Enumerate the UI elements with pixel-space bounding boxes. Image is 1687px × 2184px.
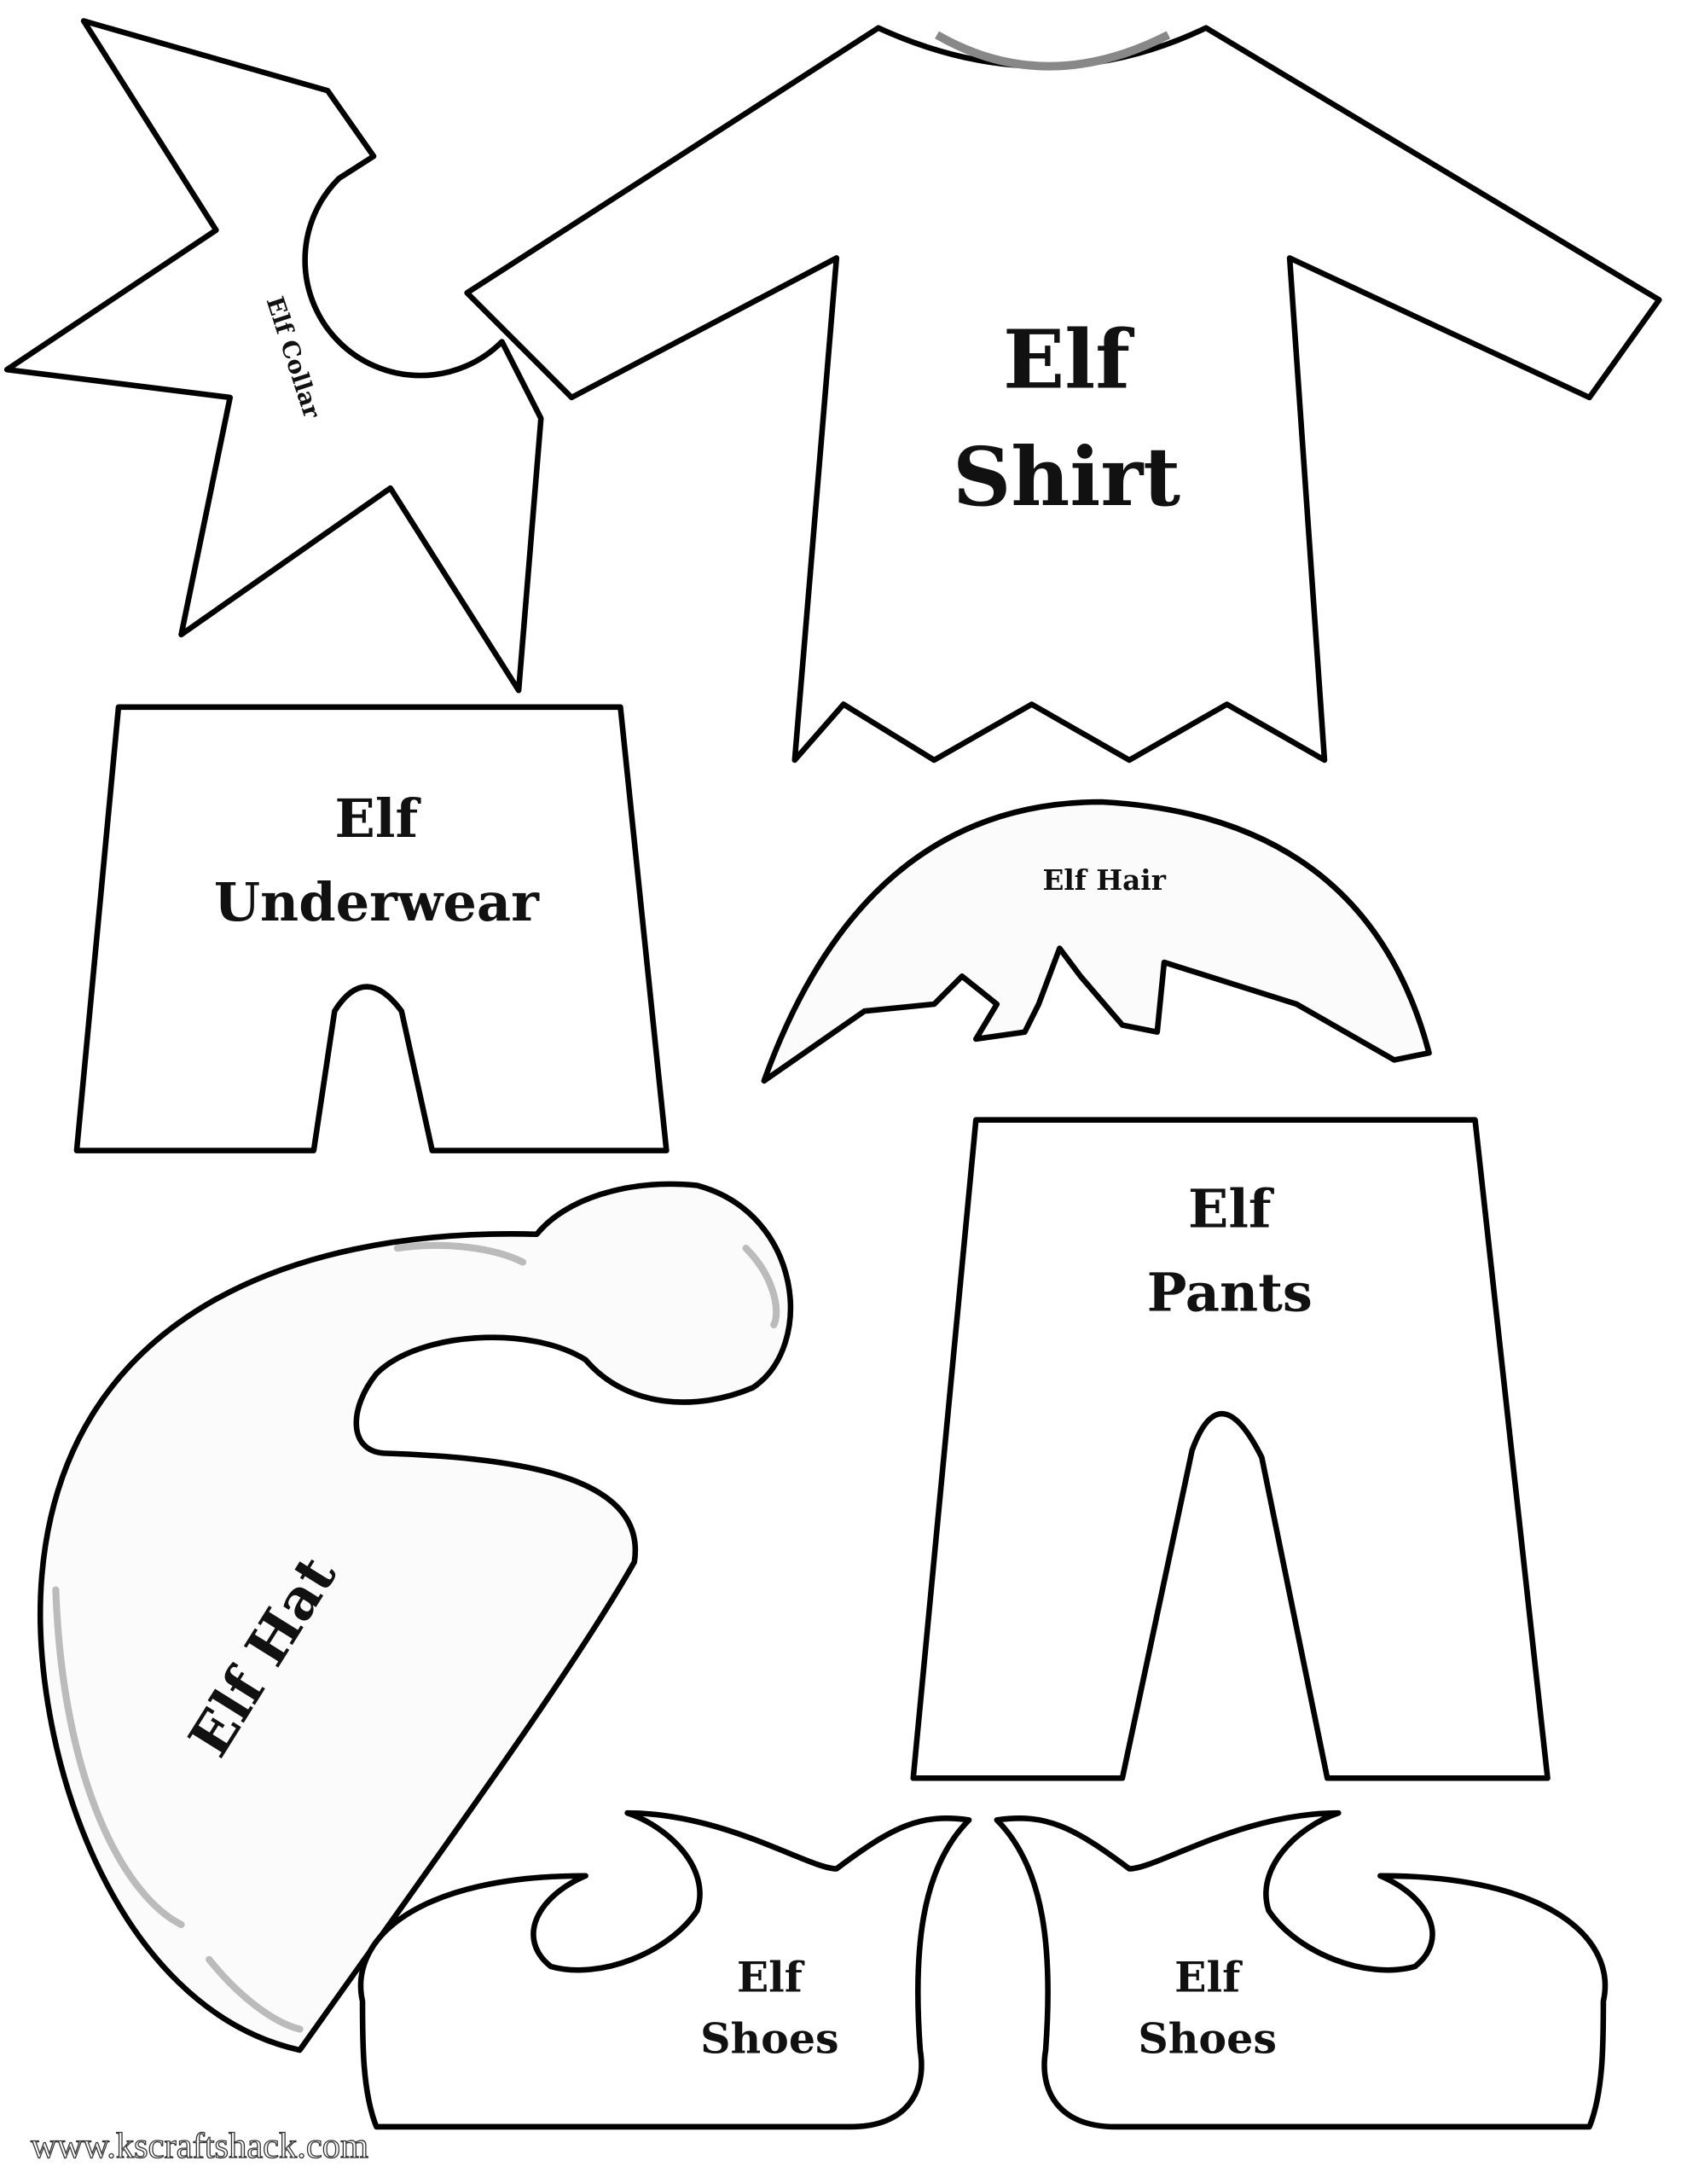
hair-label: Elf Hair [1042,863,1166,897]
shoe-right-label-line1: Elf [1174,1952,1243,2001]
shirt-label-line1: Elf [1003,312,1134,407]
elf-pants-piece: Elf Pants [910,1117,1551,1781]
elf-hair-piece: Elf Hair [761,799,1432,1084]
elf-shoe-left-piece: Elf Shoes [357,1809,972,2130]
elf-shoe-right-piece: Elf Shoes [994,1809,1609,2130]
website-url: www.kscraftshack.com [31,2126,368,2166]
shirt-label-line2: Shirt [953,430,1180,525]
shoe-left-label-line2: Shoes [700,2013,839,2063]
underwear-label-line2: Underwear [214,871,540,933]
elf-underwear-piece: Elf Underwear [73,704,670,1153]
hat-highlight [52,1241,780,2033]
underwear-label-line1: Elf [335,787,422,850]
elf-shirt-piece: Elf Shirt [464,25,1662,764]
shoe-left-label-line1: Elf [737,1952,805,2001]
neckline [935,31,1171,71]
elf-collar-piece: Elf Collar [3,18,544,694]
pants-label-line1: Elf [1188,1178,1275,1240]
pants-label-line2: Pants [1147,1262,1313,1324]
shoe-right-label-line2: Shoes [1138,2013,1277,2063]
elf-hat-piece: Elf Hat [38,1181,794,2053]
